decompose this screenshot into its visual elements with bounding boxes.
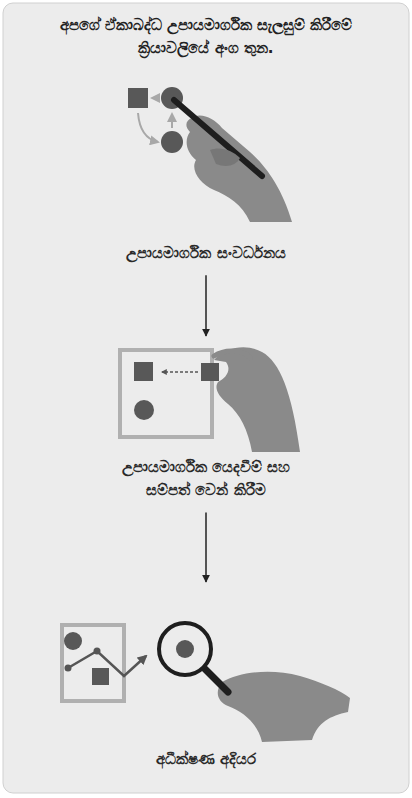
circle-shape — [161, 131, 183, 153]
planning-illustration — [128, 87, 292, 222]
point — [94, 648, 101, 655]
finger — [210, 148, 240, 166]
circle-shape — [64, 632, 82, 650]
circle-shape — [176, 640, 194, 658]
point — [65, 665, 72, 672]
square-shape — [201, 363, 219, 381]
flow-arrow — [205, 513, 207, 583]
small-arrow — [171, 114, 173, 128]
square-shape — [134, 362, 153, 381]
magnifier-lens — [159, 623, 211, 675]
small-arrow — [138, 113, 158, 142]
frame — [120, 350, 212, 437]
square-shape — [92, 668, 109, 685]
pen — [174, 100, 262, 176]
monitoring-illustration — [62, 623, 350, 742]
stage-label: අධීක්ෂණ අදියර — [156, 748, 256, 771]
magnifier-handle — [204, 668, 228, 692]
stage-node: අධීක්ෂණ අදියර — [40, 588, 372, 773]
hand — [218, 672, 350, 742]
square-shape — [128, 88, 148, 108]
title: අපගේ ඒකාබද්ධ උපායමාර්ගික සැලසුම් කිරීමේ … — [24, 14, 388, 61]
deployment-illustration — [120, 347, 300, 452]
stage-label: උපායමාර්ගික සංවර්ධනය — [126, 242, 285, 265]
hand — [214, 347, 300, 452]
panel-rect — [3, 3, 409, 793]
stage-node: උපායමාර්ගික යෙදවීම් සහ සම්පත් වෙන් කිරීම — [40, 342, 372, 505]
dashed-arrow — [162, 371, 198, 373]
stage-node: උපායමාර්ගික සංවර්ධනය — [40, 80, 372, 267]
finger — [214, 351, 250, 358]
frame — [62, 625, 124, 701]
flow-arrow — [205, 275, 207, 336]
circle-shape — [134, 400, 154, 420]
stage-label: උපායමාර්ගික යෙදවීම් සහ සම්පත් වෙන් කිරීම — [106, 456, 306, 503]
hand — [186, 116, 292, 222]
small-arrow — [152, 97, 158, 99]
